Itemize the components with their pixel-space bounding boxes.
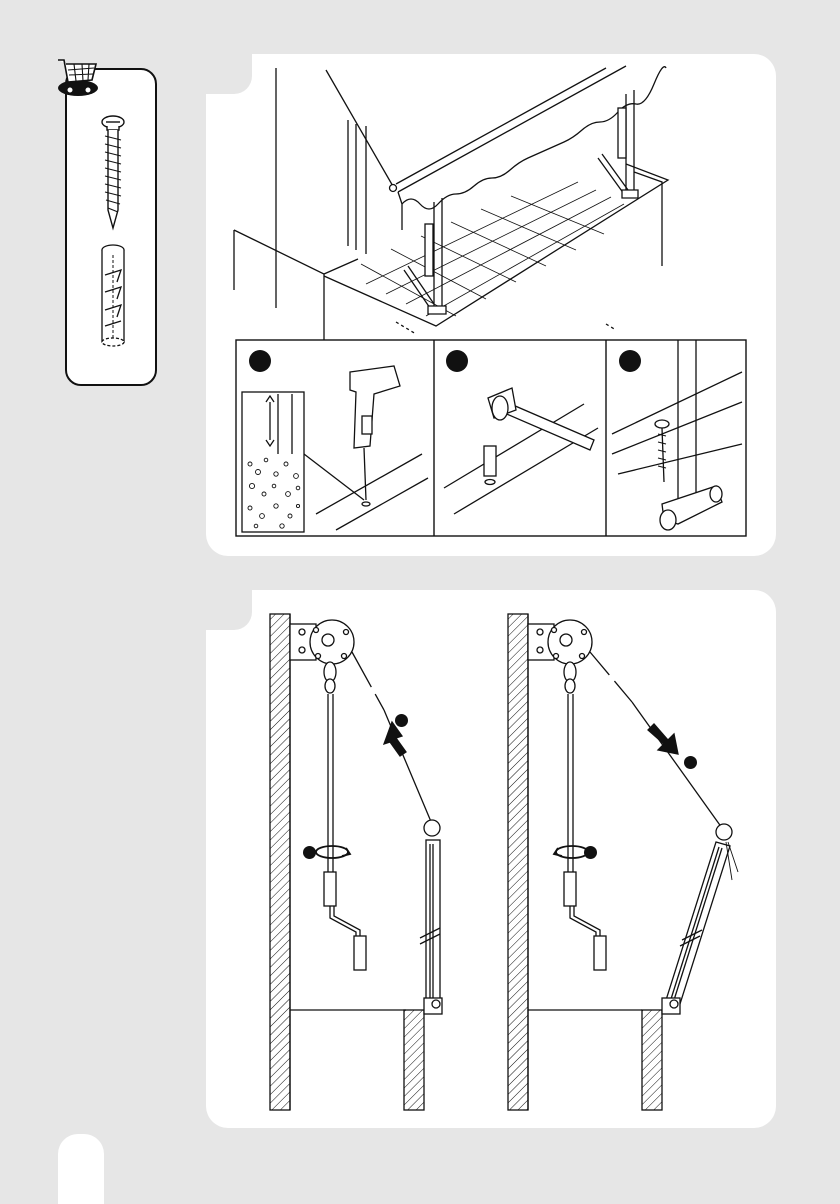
step-dot-left-b [303, 846, 316, 859]
page-tab [58, 1134, 104, 1204]
step-dot-left-a [395, 714, 408, 727]
step-badge-3 [619, 350, 641, 372]
hammer-icon [444, 388, 598, 514]
retract-view [270, 614, 442, 1110]
installation-panel-top [206, 54, 776, 556]
operation-panel-bottom [206, 590, 776, 1128]
step-badge-2 [446, 350, 468, 372]
shopping-cart-icon [52, 50, 104, 102]
step-dot-right-b [584, 846, 597, 859]
parts-drawing [67, 70, 159, 388]
step-badge-1 [249, 350, 271, 372]
awning-crank-illustration [206, 590, 776, 1128]
drill-icon [242, 366, 428, 532]
balcony-awning-illustration [206, 54, 776, 556]
wall-plug-icon [102, 245, 124, 346]
step-dot-right-a [684, 756, 697, 769]
parts-list-box [65, 68, 157, 386]
screw-icon [102, 116, 124, 228]
extend-view [508, 614, 738, 1110]
